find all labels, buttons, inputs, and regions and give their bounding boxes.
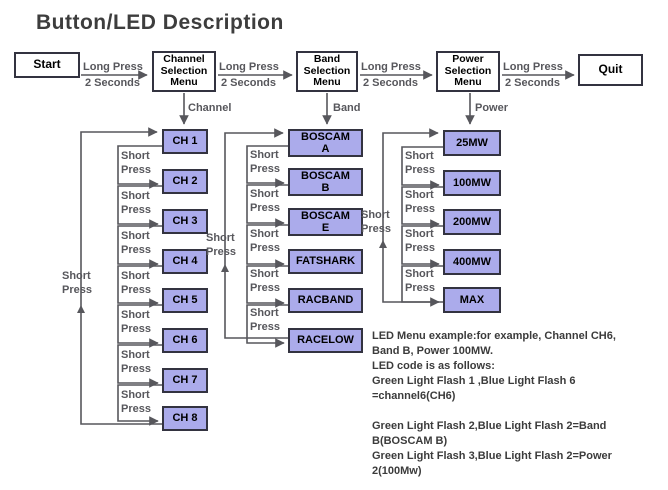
two-seconds-label: 2 Seconds [363,77,419,89]
short-press-label: Short Press [405,268,435,294]
led-example-notes: LED Menu example:for example, Channel CH… [372,330,616,477]
two-seconds-label: 2 Seconds [221,77,277,89]
channel-selection-menu-box: Channel Selection Menu [152,51,216,92]
short-press-loop-label: Short Press [361,209,391,235]
page-title: Button/LED Description [36,11,284,34]
two-seconds-label: 2 Seconds [505,77,561,89]
short-press-label: Short Press [250,268,280,294]
long-press-label: Long Press [83,61,143,73]
short-press-label: Short Press [405,228,435,254]
long-press-label: Long Press [361,61,421,73]
band-item-boscam-b: BOSCAM B [288,168,363,196]
short-press-label: Short Press [405,150,435,176]
short-press-label: Short Press [121,389,151,415]
power-item-200mw: 200MW [443,209,501,235]
short-press-loop-label: Short Press [62,270,92,296]
band-item-racband: RACBAND [288,288,363,313]
channel-item-ch6: CH 6 [162,328,208,353]
band-item-racelow: RACELOW [288,328,363,353]
short-press-label: Short Press [121,270,151,296]
short-press-label: Short Press [250,228,280,254]
channel-short-press-arrows [117,145,162,426]
branch-arrows [179,93,475,125]
short-press-label: Short Press [121,190,151,216]
band-item-boscam-e: BOSCAM E [288,208,363,236]
channel-item-ch5: CH 5 [162,288,208,313]
band-short-press-arrows [246,145,288,348]
short-press-label: Short Press [250,188,280,214]
quit-box: Quit [578,54,643,86]
short-press-label: Short Press [250,307,280,333]
channel-item-ch4: CH 4 [162,249,208,274]
channel-item-ch8: CH 8 [162,406,208,431]
two-seconds-label: 2 Seconds [85,77,141,89]
short-press-label: Short Press [121,150,151,176]
long-press-label: Long Press [503,61,563,73]
start-box: Start [14,52,80,78]
power-item-max: MAX [443,287,501,313]
band-selection-menu-box: Band Selection Menu [296,51,358,92]
channel-item-ch2: CH 2 [162,169,208,194]
band-item-boscam-a: BOSCAM A [288,129,363,157]
power-item-100mw: 100MW [443,170,501,196]
power-selection-menu-box: Power Selection Menu [436,51,500,92]
loop-back-lines [80,127,443,425]
channel-item-ch7: CH 7 [162,368,208,393]
channel-item-ch3: CH 3 [162,209,208,234]
power-item-25mw: 25MW [443,130,501,156]
band-item-fatshark: FATSHARK [288,249,363,274]
power-item-400mw: 400MW [443,249,501,275]
loop-up-arrowheads [77,240,387,313]
short-press-label: Short Press [121,349,151,375]
short-press-label: Short Press [121,230,151,256]
short-press-label: Short Press [405,189,435,215]
band-branch-label: Band [333,102,361,114]
long-press-label: Long Press [219,61,279,73]
short-press-label: Short Press [121,309,151,335]
channel-branch-label: Channel [188,102,232,114]
short-press-label: Short Press [250,149,280,175]
channel-item-ch1: CH 1 [162,129,208,154]
power-branch-label: Power [475,102,509,114]
short-press-loop-label: Short Press [206,232,236,258]
